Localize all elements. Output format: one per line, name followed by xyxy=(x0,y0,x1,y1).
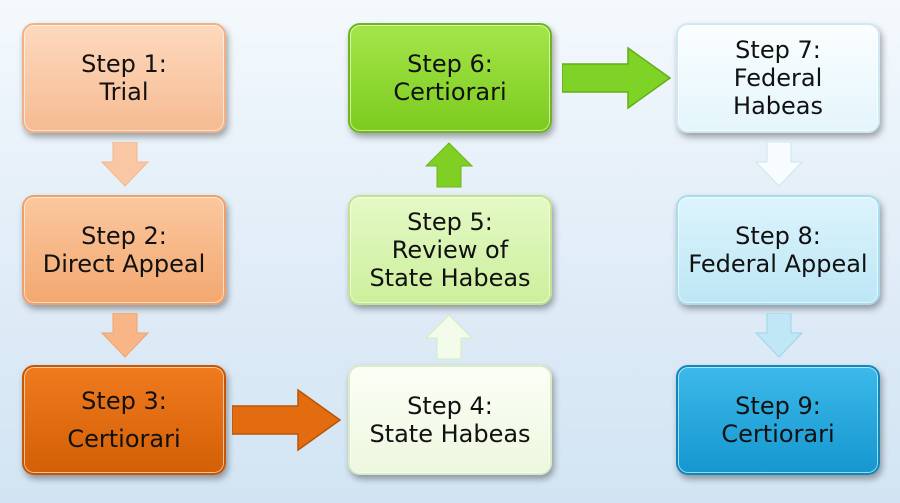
step-6-box: Step 6: Certiorari xyxy=(348,23,552,133)
step-9-box: Step 9: Certiorari xyxy=(676,365,880,475)
down-arrow-2-3 xyxy=(100,313,150,358)
step-2-title: Step 2: xyxy=(81,222,167,250)
step-4-box: Step 4: State Habeas xyxy=(348,365,552,475)
step-9-title: Step 9: xyxy=(735,392,821,420)
step-6-label: Certiorari xyxy=(393,78,507,106)
step-3-title: Step 3: xyxy=(81,387,167,415)
down-arrow-1-2 xyxy=(100,142,150,187)
step-2-box: Step 2: Direct Appeal xyxy=(22,195,226,305)
up-arrow-4-5 xyxy=(424,314,474,360)
step-5-box: Step 5: Review of State Habeas xyxy=(348,195,552,305)
step-5-line-3: State Habeas xyxy=(369,264,531,292)
step-5-line-2: Review of xyxy=(391,236,509,264)
step-2-label: Direct Appeal xyxy=(42,250,206,278)
step-1-box: Step 1: Trial xyxy=(22,23,226,133)
step-1-label: Trial xyxy=(99,78,149,106)
up-arrow-5-6 xyxy=(424,142,474,188)
step-7-box: Step 7: Federal Habeas xyxy=(676,23,880,133)
step-6-title: Step 6: xyxy=(407,50,493,78)
step-3-label: Certiorari xyxy=(67,425,181,453)
down-arrow-7-8 xyxy=(754,142,804,187)
step-4-label: State Habeas xyxy=(369,420,531,448)
right-arrow-3-4 xyxy=(232,388,342,452)
step-1-title: Step 1: xyxy=(81,50,167,78)
step-7-line-2: Federal xyxy=(733,64,823,92)
step-8-label: Federal Appeal xyxy=(688,250,868,278)
step-8-box: Step 8: Federal Appeal xyxy=(676,195,880,305)
step-7-line-3: Habeas xyxy=(733,92,823,120)
step-9-label: Certiorari xyxy=(721,420,835,448)
step-8-title: Step 8: xyxy=(735,222,821,250)
step-5-title: Step 5: xyxy=(407,208,493,236)
down-arrow-8-9 xyxy=(754,313,804,358)
step-3-box: Step 3: Certiorari xyxy=(22,365,226,475)
step-4-title: Step 4: xyxy=(407,392,493,420)
step-7-title: Step 7: xyxy=(735,36,821,64)
right-arrow-6-7 xyxy=(562,46,672,110)
